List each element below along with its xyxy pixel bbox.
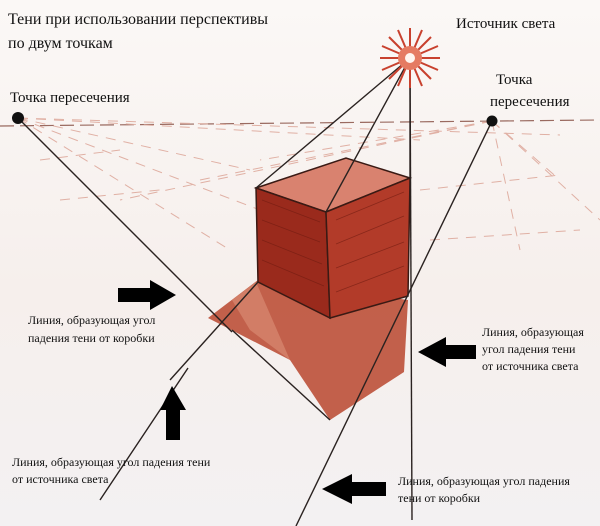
vanishing-point-right-dot-icon: [486, 115, 498, 127]
arrow-left-right: [418, 337, 476, 367]
source-shadow-bottom-label-line-2: от источника света: [12, 472, 109, 486]
arrow-up-bottom-left: [160, 386, 186, 440]
light-source-label: Источник света: [456, 16, 556, 32]
perspective-hatching: [17, 117, 600, 251]
left-vp-line: [17, 117, 233, 333]
box-shadow-bottom-label-line-2: тени от коробки: [398, 491, 481, 505]
horizon-line: [0, 119, 600, 127]
vanishing-point-left-label: Точка пересечения: [10, 90, 130, 106]
sun-icon: [380, 28, 440, 88]
source-shadow-right-label-line-3: от источника света: [482, 359, 579, 373]
ray-to-box-top-left: [255, 57, 411, 189]
arrow-left-bottom: [322, 474, 386, 504]
source-shadow-right-label-line-1: Линия, образующая: [482, 325, 584, 339]
vanishing-point-left-dot-icon: [12, 112, 24, 124]
ground-line-bottom: [231, 329, 331, 421]
ground-line-left: [169, 281, 259, 381]
arrow-right-top-left: [118, 280, 176, 310]
box-shadow-left-label-line-1: Линия, образующая угол: [28, 313, 156, 327]
box: [253, 157, 413, 320]
box-shadow-line: [295, 120, 493, 526]
vanishing-point-right-label-line-2: пересечения: [490, 94, 570, 110]
vanishing-point-right-label-line-1: Точка: [496, 72, 533, 88]
ray-to-box-front: [325, 57, 411, 213]
diagram-title-line-1: Тени при использовании перспективы: [8, 11, 269, 28]
source-shadow-bottom-label-line-1: Линия, образующая угол падения тени: [12, 455, 211, 469]
box-shadow-bottom-label-line-1: Линия, образующая угол падения: [398, 474, 570, 488]
shadow-lines: [17, 57, 493, 526]
source-shadow-right-label-line-2: угол падения тени: [482, 342, 576, 356]
box-shadow-left-label-line-2: падения тени от коробки: [28, 331, 155, 345]
cast-shadow-light: [232, 282, 290, 360]
diagram-title-line-2: по двум точкам: [8, 35, 113, 52]
arrow-icon: [118, 280, 476, 504]
